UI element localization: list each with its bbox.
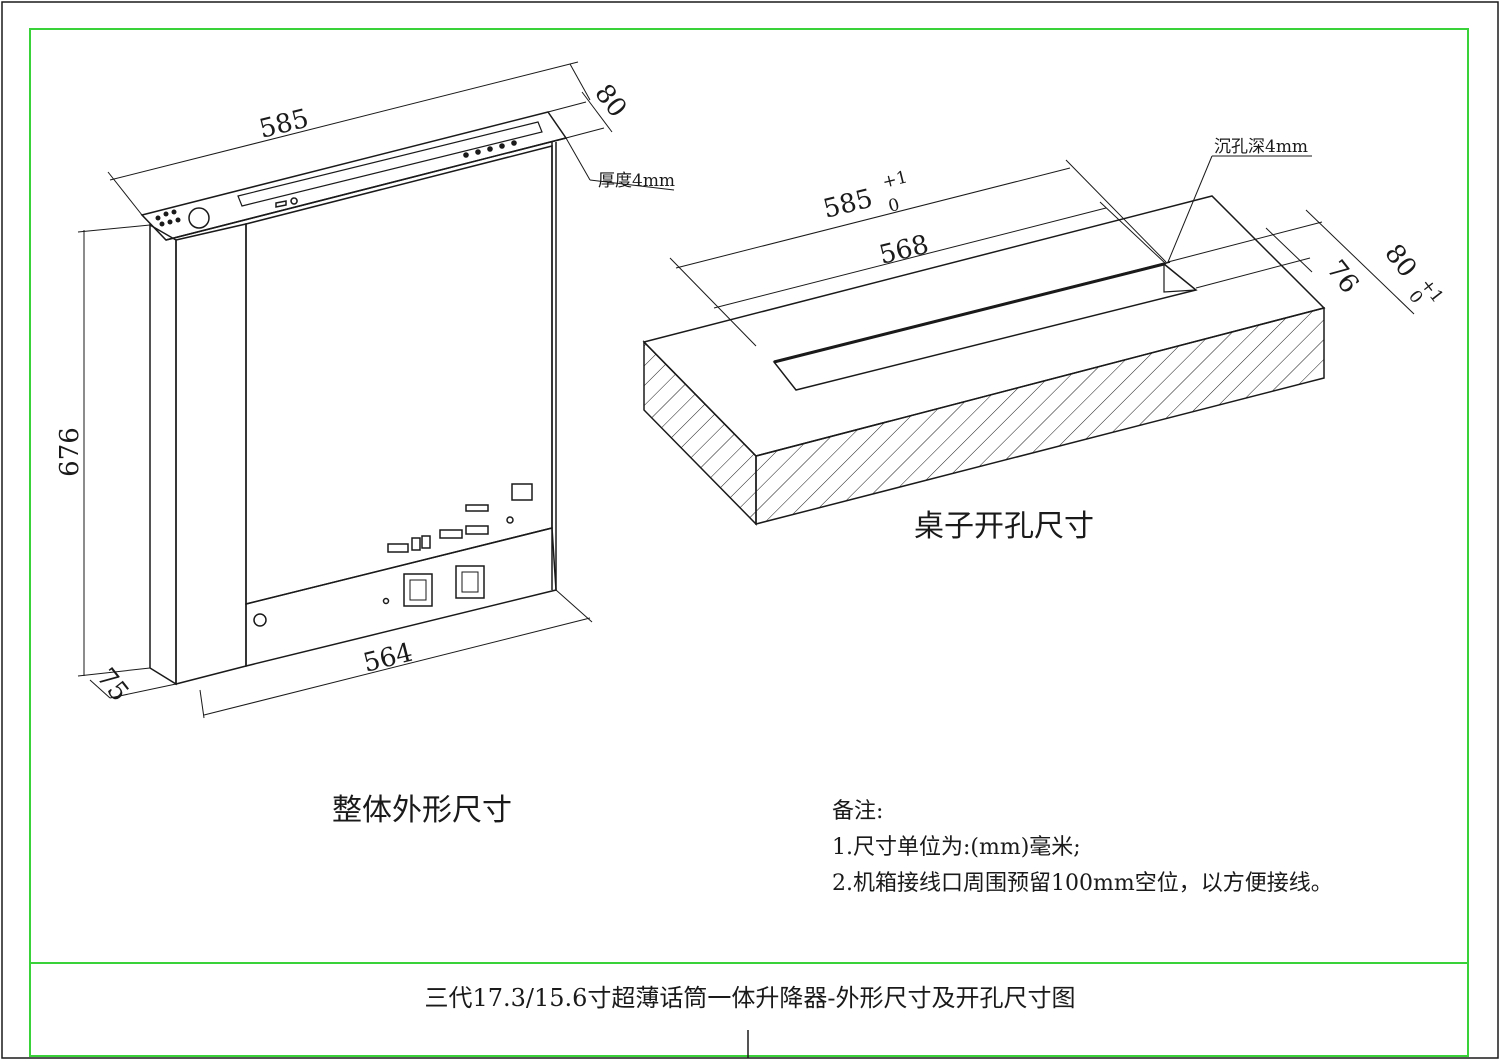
tol-outer-width-lower: 0 bbox=[1404, 287, 1426, 308]
thickness-label: 厚度4mm bbox=[598, 171, 675, 191]
dim-base-depth: 75 bbox=[90, 663, 134, 708]
db9-port-icon bbox=[465, 504, 489, 512]
notes-heading: 备注: bbox=[832, 799, 883, 824]
screw-icon bbox=[506, 516, 514, 524]
socket-2-icon bbox=[455, 565, 485, 599]
drawing-title: 三代17.3/15.6寸超薄话筒一体升降器-外形尺寸及开孔尺寸图 bbox=[424, 984, 1075, 1012]
power-button-icon bbox=[188, 207, 210, 229]
vga-port-icon bbox=[439, 529, 463, 539]
dim-width-top: 585 bbox=[256, 104, 311, 145]
top-slot bbox=[237, 121, 543, 207]
notes-block: 备注: 1.尺寸单位为:(mm)毫米; 2.机箱接线口周围预留100mm空位，以… bbox=[832, 799, 1333, 896]
usb-port-icon bbox=[275, 197, 298, 208]
front-side-strip bbox=[175, 223, 247, 685]
vga-port-2-icon bbox=[465, 525, 489, 535]
depth-label: 沉孔深4mm bbox=[1214, 137, 1308, 157]
right-caption: 桌子开孔尺寸 bbox=[914, 509, 1094, 544]
left-side-panel bbox=[149, 223, 177, 686]
power-socket-icon bbox=[511, 483, 533, 501]
notes-line-2: 2.机箱接线口周围预留100mm空位，以方便接线。 bbox=[832, 871, 1333, 896]
dim-depth-top: 80 bbox=[588, 79, 632, 124]
dim-height: 676 bbox=[55, 427, 85, 477]
dim-width-bottom: 564 bbox=[360, 638, 415, 679]
desk-front-face bbox=[755, 307, 1325, 525]
right-dimension-lines bbox=[669, 155, 1415, 347]
dim-outer-width: 80 bbox=[1378, 239, 1422, 284]
fan-icon bbox=[253, 613, 267, 627]
usb-b-icon bbox=[421, 535, 431, 549]
left-caption: 整体外形尺寸 bbox=[332, 793, 512, 828]
tol-outer-len-upper: +1 bbox=[880, 167, 909, 192]
socket-1-icon bbox=[403, 573, 433, 607]
tol-outer-len-lower: 0 bbox=[886, 195, 901, 217]
dim-outer-len: 585 bbox=[820, 184, 875, 225]
usb-a-icon bbox=[411, 537, 421, 551]
left-dimension-lines bbox=[77, 61, 675, 719]
dim-inner-width: 76 bbox=[1320, 255, 1364, 300]
button-dots-icon bbox=[155, 140, 517, 227]
right-view-drawing bbox=[642, 195, 1326, 526]
notes-line-1: 1.尺寸单位为:(mm)毫米; bbox=[832, 835, 1081, 860]
left-view-drawing bbox=[140, 111, 568, 686]
left-dimension-texts: 585 80 676 564 75 厚度4mm 整体外形尺寸 bbox=[55, 79, 675, 828]
hdmi-port-icon bbox=[387, 543, 409, 553]
dim-inner-len: 568 bbox=[876, 230, 931, 271]
main-panel bbox=[245, 145, 553, 605]
green-frame bbox=[29, 28, 1469, 1057]
